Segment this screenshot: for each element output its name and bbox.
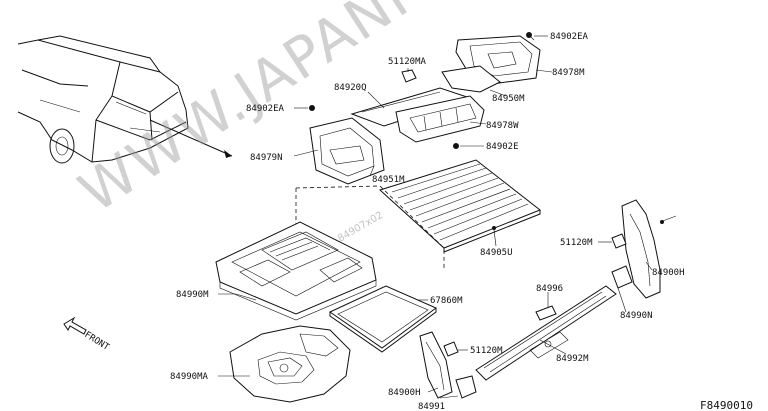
part-84950M-shape — [441, 65, 501, 93]
part-67860M-shape — [328, 285, 437, 353]
clip-51120MA — [401, 69, 417, 83]
part-84900H-right-shape — [621, 199, 677, 299]
label-84978W: 84978W — [486, 121, 519, 131]
label-84979N: 84979N — [250, 153, 283, 163]
label-84991: 84991 — [418, 402, 445, 411]
part-labels: 84902EA 84978M 51120MA 84920Q 84950M 849… — [170, 32, 685, 411]
label-84905U: 84905U — [480, 248, 513, 258]
label-84990M: 84990M — [176, 290, 209, 300]
clip-51120M-mid — [443, 341, 459, 357]
label-84902EA-left: 84902EA — [246, 104, 285, 114]
part-84992M-shape — [475, 285, 617, 381]
label-51120M-right: 51120M — [560, 238, 593, 248]
clip-84902EA-top — [526, 32, 535, 41]
front-direction-indicator: FRONT — [63, 316, 111, 353]
label-67860M: 67860M — [430, 296, 463, 306]
label-51120MA: 51120MA — [388, 57, 427, 67]
clip-84902E — [453, 143, 459, 149]
label-84978M: 84978M — [552, 68, 585, 78]
vehicle-rear-illustration — [17, 35, 233, 164]
label-84900H-right: 84900H — [652, 268, 685, 278]
front-label: FRONT — [82, 330, 111, 353]
part-84990MA-shape — [229, 325, 351, 403]
part-84978W-shape — [395, 95, 485, 143]
label-84900H-bottom: 84900H — [388, 388, 421, 398]
part-84996-shape — [535, 305, 557, 321]
label-84920Q: 84920Q — [334, 83, 367, 93]
label-84950M: 84950M — [492, 94, 525, 104]
leader-lines — [218, 35, 653, 399]
clip-51120M-right — [611, 233, 627, 249]
part-84991-shape — [455, 375, 477, 399]
label-84992M: 84992M — [556, 354, 589, 364]
figure-code: F8490010 — [700, 399, 753, 411]
label-84902EA-top: 84902EA — [550, 32, 589, 42]
label-51120M-mid: 51120M — [470, 346, 503, 356]
label-84996: 84996 — [536, 284, 563, 294]
part-84990M-shape — [215, 221, 377, 321]
watermark-small-text: 84907x02 — [336, 210, 385, 245]
label-84951M: 84951M — [372, 175, 405, 185]
part-84905U-shape — [379, 159, 541, 253]
front-arrow-icon — [63, 316, 87, 335]
label-84990MA: 84990MA — [170, 372, 209, 382]
clip-84902EA-left — [309, 105, 315, 111]
label-84990N: 84990N — [620, 311, 653, 321]
part-84900H-bottom-shape — [419, 331, 453, 399]
label-84902E: 84902E — [486, 142, 519, 152]
part-84990N-shape — [611, 265, 633, 289]
